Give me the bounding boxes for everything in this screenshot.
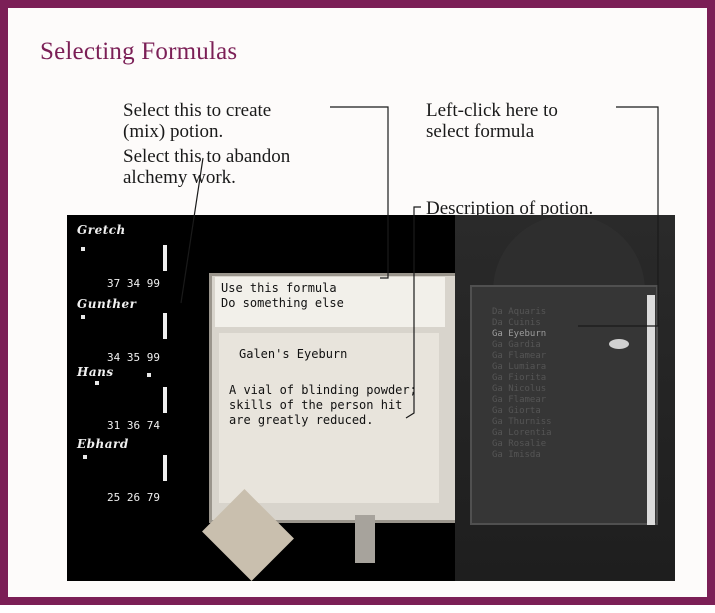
do-something-else-option[interactable]: Do something else: [221, 296, 344, 310]
formula-item[interactable]: Ga Gardia: [492, 340, 541, 350]
formula-item[interactable]: Ga Imisda: [492, 450, 541, 460]
callout-potion-description: Description of potion.: [426, 198, 594, 219]
shelf-edge: [647, 295, 655, 525]
party-member-stats: 37 34 99: [107, 277, 160, 290]
formula-item[interactable]: Ga Fiorita: [492, 373, 547, 383]
formula-item[interactable]: Ga Thurniss: [492, 417, 552, 427]
potion-name: Galen's Eyeburn: [239, 347, 348, 361]
bookmark-icon: [355, 515, 375, 563]
party-member-name: Gretch: [77, 223, 126, 237]
formula-item[interactable]: Ga Flamear: [492, 395, 547, 405]
party-member-bar: [163, 387, 167, 413]
formula-item[interactable]: Ga Giorta: [492, 406, 541, 416]
party-member-gretch[interactable]: Gretch 37 34 99: [77, 223, 167, 290]
callout-create-potion: Select this to create(mix) potion.: [123, 100, 272, 142]
formula-item[interactable]: Ga Rosalie: [492, 439, 547, 449]
page-title: Selecting Formulas: [40, 38, 238, 65]
formula-item-selected[interactable]: Ga Eyeburn: [492, 329, 547, 339]
party-member-icon: [81, 315, 85, 319]
party-member-stats: 31 36 74: [107, 419, 160, 432]
party-member-stats: 25 26 79: [107, 491, 160, 504]
party-member-icon: [83, 455, 87, 459]
game-screen: Gretch 37 34 99 Gunther 34 35 99 Hans 31…: [67, 215, 675, 581]
party-member-name: Gunther: [77, 297, 137, 311]
party-member-icon: [81, 247, 85, 251]
alchemy-menu: Use this formula Do something else: [215, 277, 445, 327]
potion-description: A vial of blinding powder; skills of the…: [229, 383, 417, 427]
party-member-gunther[interactable]: Gunther 34 35 99: [77, 297, 167, 364]
party-member-icon: [95, 381, 99, 385]
use-formula-option[interactable]: Use this formula: [221, 281, 337, 295]
party-member-bar: [163, 455, 167, 481]
formula-list: Da Aquaris Da Cuinis Ga Eyeburn Ga Gardi…: [492, 307, 552, 461]
party-member-stats: 34 35 99: [107, 351, 160, 364]
formula-item[interactable]: Ga Lumiara: [492, 362, 547, 372]
formula-item[interactable]: Ga Flamear: [492, 351, 547, 361]
party-member-name: Ebhard: [77, 437, 129, 451]
party-member-hans[interactable]: Hans 31 36 74: [77, 365, 167, 432]
formula-item[interactable]: Ga Lorentia: [492, 428, 552, 438]
formula-item[interactable]: Da Cuinis: [492, 318, 541, 328]
formula-item[interactable]: Da Aquaris: [492, 307, 547, 317]
party-member-icon: [147, 373, 151, 377]
selection-cursor-icon: [609, 339, 629, 349]
formula-item[interactable]: Ga Nicolus: [492, 384, 547, 394]
party-member-name: Hans: [77, 365, 114, 379]
party-member-ebhard[interactable]: Ebhard 25 26 79: [77, 437, 167, 504]
party-member-bar: [163, 245, 167, 271]
potion-description-panel: Galen's Eyeburn A vial of blinding powde…: [219, 333, 439, 503]
party-member-bar: [163, 313, 167, 339]
